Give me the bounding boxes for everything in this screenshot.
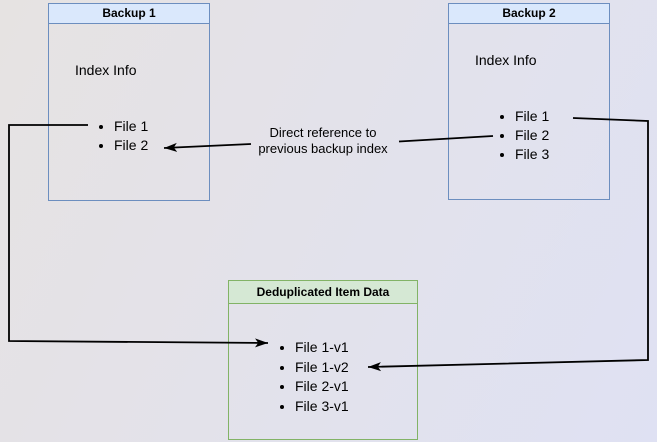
backup1-header: Backup 1 [49, 4, 209, 24]
dedup-file-list: File 1-v1 File 1-v2 File 2-v1 File 3-v1 [280, 338, 349, 416]
dedup-header: Deduplicated Item Data [229, 281, 417, 304]
backup2-file-list: File 1 File 2 File 3 [500, 107, 549, 164]
list-item: File 1 [515, 107, 549, 126]
backup1-box: Backup 1 [48, 3, 210, 201]
list-item: File 2 [515, 126, 549, 145]
backup2-box: Backup 2 [448, 3, 610, 200]
backup1-index-info-label: Index Info [75, 62, 137, 78]
backup2-index-info-label: Index Info [475, 52, 537, 68]
list-item: File 2-v1 [295, 377, 349, 397]
backup2-header: Backup 2 [449, 4, 609, 24]
list-item: File 1 [114, 117, 148, 136]
direct-reference-annotation: Direct reference to previous backup inde… [243, 125, 403, 157]
list-item: File 3 [515, 145, 549, 164]
backup2-title: Backup 2 [502, 6, 556, 20]
annotation-line2: previous backup index [258, 141, 388, 156]
list-item: File 3-v1 [295, 397, 349, 417]
dedup-title: Deduplicated Item Data [256, 285, 390, 299]
list-item: File 2 [114, 136, 148, 155]
backup1-title: Backup 1 [102, 6, 156, 20]
list-item: File 1-v1 [295, 338, 349, 358]
list-item: File 1-v2 [295, 358, 349, 378]
annotation-line1: Direct reference to [269, 125, 377, 140]
backup1-file-list: File 1 File 2 [99, 117, 148, 155]
